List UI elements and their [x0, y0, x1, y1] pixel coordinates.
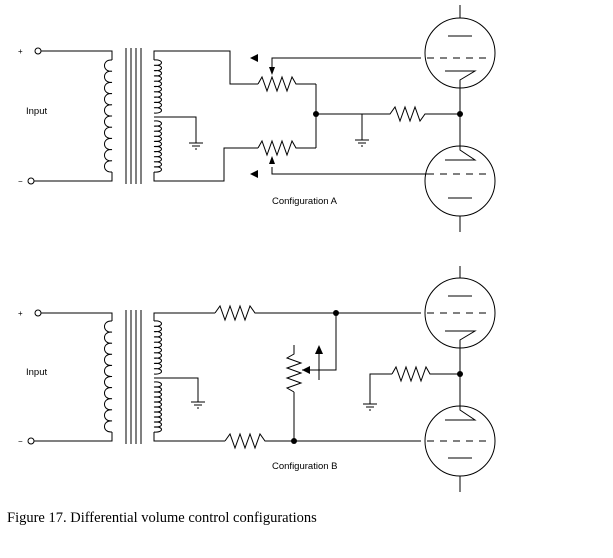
series-resistor-bottom-b	[224, 432, 294, 450]
wiper-bottom-a	[271, 167, 430, 175]
input-label-b: Input	[26, 367, 47, 378]
transformer-a	[104, 48, 162, 184]
transformer-b	[104, 310, 162, 444]
primary-top-lead-a	[41, 50, 113, 60]
shunt-potentiometer-b	[285, 345, 303, 393]
transformer-primary-coil-b	[104, 320, 113, 433]
potentiometer-bottom-a	[257, 139, 316, 157]
input-minus-terminal-b	[27, 437, 35, 445]
shunt-pot-wiper-arrow-b	[302, 366, 310, 374]
series-resistor-top-b	[214, 304, 336, 322]
wiper-top-a	[271, 57, 414, 67]
primary-bottom-lead-b	[34, 432, 113, 442]
center-tap-lead-a	[154, 116, 197, 143]
tube-bottom-b	[414, 374, 496, 492]
transformer-secondary-coil-a	[153, 59, 162, 173]
minus-label-a: −	[18, 177, 23, 186]
wiper-bottom-arrow-a	[269, 156, 275, 164]
shunt-pot-adjust-arrow-b	[315, 345, 323, 354]
secondary-top-lead-a	[153, 50, 258, 85]
input-plus-terminal-b	[34, 309, 42, 317]
plus-label-b: +	[18, 309, 23, 318]
figure-caption: Figure 17. Differential volume control c…	[7, 510, 317, 526]
wiper-bottom-arrowhead-a	[250, 170, 258, 178]
tube-bottom-a	[414, 114, 496, 232]
ground-symbol-a1	[189, 142, 203, 150]
wiper-top-arrow-a	[269, 67, 275, 75]
config-b-title: Configuration B	[272, 461, 337, 472]
config-a-title: Configuration A	[272, 196, 338, 207]
configuration-a: + − Input	[18, 5, 496, 232]
input-label-a: Input	[26, 106, 47, 117]
shunt-pot-wiper-b	[302, 313, 337, 371]
input-minus-terminal-a	[27, 177, 35, 185]
secondary-bottom-lead-b	[153, 432, 225, 442]
tube-top-b	[414, 266, 496, 374]
potentiometer-top-a	[257, 75, 316, 93]
plus-label-a: +	[18, 47, 23, 56]
ground-symbol-b2	[363, 403, 377, 411]
ground-symbol-b1	[191, 401, 205, 409]
input-plus-terminal-a	[34, 47, 42, 55]
primary-bottom-lead-a	[34, 172, 113, 182]
cathode-ground-wire-b	[369, 373, 392, 404]
ground-symbol-a2	[355, 139, 369, 147]
configuration-b: + − Input	[18, 266, 496, 492]
junction-to-ground-wire-a	[316, 113, 363, 140]
minus-label-b: −	[18, 437, 23, 446]
cathode-resistor-b	[391, 365, 460, 383]
primary-top-lead-b	[41, 312, 113, 321]
transformer-secondary-coil-b	[153, 320, 162, 433]
secondary-bottom-lead-a	[153, 147, 258, 182]
secondary-top-lead-b	[153, 312, 215, 321]
center-tap-lead-b	[154, 377, 199, 402]
cathode-resistor-a	[362, 105, 460, 123]
wiper-top-arrowhead-a	[250, 54, 258, 62]
transformer-primary-coil-a	[104, 59, 113, 173]
tube-top-a	[414, 5, 496, 114]
